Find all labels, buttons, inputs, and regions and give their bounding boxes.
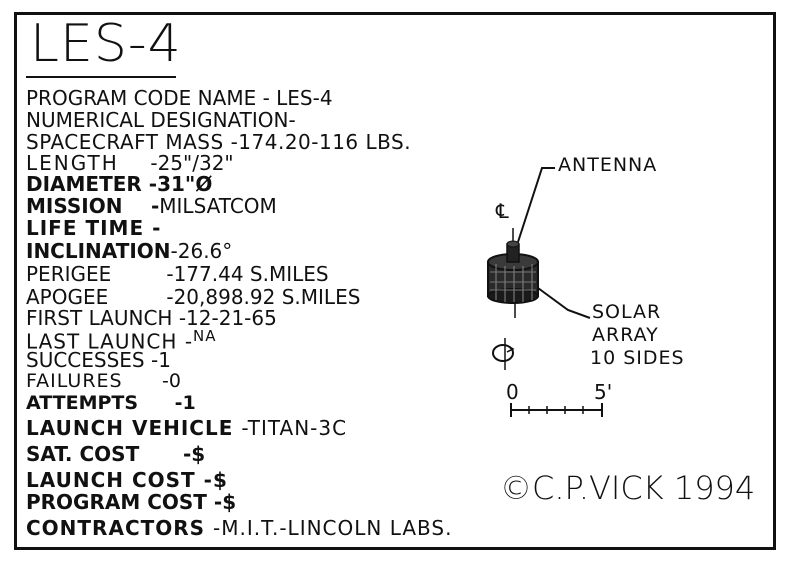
page-title: LES-4 xyxy=(30,14,182,74)
solar-array-label-line-3: 10 SIDES xyxy=(590,347,685,369)
spec-row-first-launch: FIRST LAUNCH -12-21-65 xyxy=(26,306,277,330)
spec-row-spacecraft-mass: SPACECRAFT MASS -174.20-116 LBS. xyxy=(26,130,412,154)
spec-row-program-code-name: PROGRAM CODE NAME - LES-4 xyxy=(26,86,333,110)
spec-row-contractors: CONTRACTORS -M.I.T.-LINCOLN LABS. xyxy=(26,516,453,540)
spec-row-numerical-designation: NUMERICAL DESIGNATION- xyxy=(26,108,296,132)
solar-array-label-line-1: SOLAR xyxy=(592,301,662,323)
solar-array-label-line-2: ARRAY xyxy=(592,324,659,346)
spec-row-apogee: APOGEE -20,898.92 S.MILES xyxy=(26,285,361,309)
scale-bar xyxy=(510,403,603,417)
solar-array-leader-line xyxy=(537,287,591,319)
centerline-mark: ℄ xyxy=(496,199,509,223)
antenna-leader-line xyxy=(517,167,555,243)
spec-row-length: LENGTH -25"/32" xyxy=(26,151,234,175)
spin-direction-icon xyxy=(492,338,515,370)
spec-row-successes: SUCCESSES -1 xyxy=(26,348,171,372)
spec-row-sat-cost: SAT. COST -$ xyxy=(26,442,206,466)
spec-row-life-time: LIFE TIME - xyxy=(26,216,162,240)
spec-row-attempts: ATTEMPTS -1 xyxy=(26,392,196,414)
scale-start-label: 0 xyxy=(506,380,519,404)
spec-row-perigee: PERIGEE -177.44 S.MILES xyxy=(26,262,329,286)
spec-row-failures: FAILURES -0 xyxy=(26,370,181,392)
spec-row-mission: MISSION -MILSATCOM xyxy=(26,194,277,218)
spec-row-launch-cost: LAUNCH COST -$ xyxy=(26,468,228,492)
spacecraft-body xyxy=(487,253,539,304)
spec-row-last-launch: LAST LAUNCH -NA xyxy=(26,327,217,354)
document-border xyxy=(14,12,776,550)
spec-row-launch-vehicle: LAUNCH VEHICLE -TITAN-3C xyxy=(26,416,348,440)
scale-end-label: 5' xyxy=(594,380,613,404)
spec-row-program-cost: PROGRAM COST -$ xyxy=(26,490,237,514)
spec-row-inclination: INCLINATION-26.6° xyxy=(26,239,233,263)
spec-row-diameter: DIAMETER -31"Ø xyxy=(26,172,213,196)
antenna-label: ANTENNA xyxy=(558,154,658,176)
copyright-credit: ©C.P.VICK 1994 xyxy=(500,469,756,507)
antenna-mast xyxy=(506,240,520,263)
title-underline xyxy=(26,76,176,78)
